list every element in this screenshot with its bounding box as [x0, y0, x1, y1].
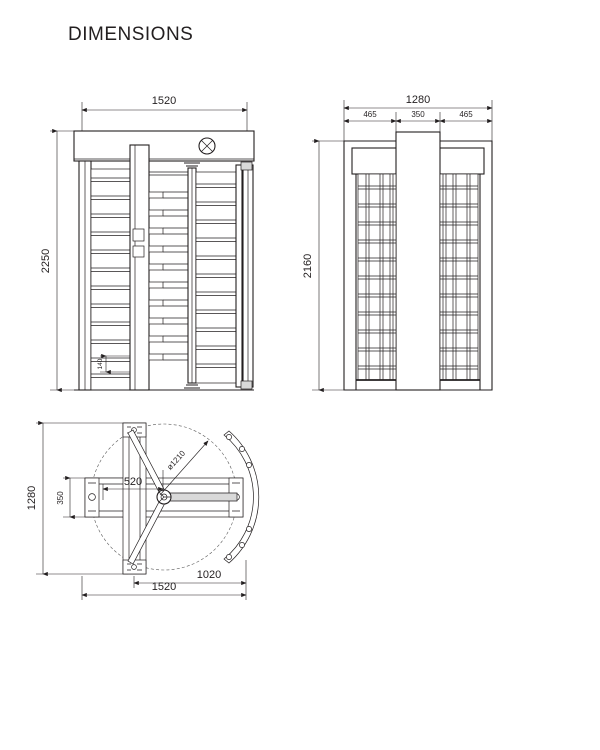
side-center-column	[395, 131, 441, 391]
crossed-circle-icon	[198, 137, 216, 155]
reader-panel-upper	[132, 228, 145, 242]
dimension-plan-cage-width: 1020	[133, 560, 247, 588]
dim-label-1280-plan: 1280	[26, 486, 38, 510]
dim-label-465-left: 465	[363, 110, 377, 119]
plan-left-end-plate	[84, 477, 100, 518]
side-elevation-view: 1280 465 350 465 2160	[302, 94, 493, 393]
front-canopy	[73, 130, 255, 162]
side-base-sill	[344, 379, 492, 391]
side-right-barrier	[439, 173, 479, 381]
reader-panel-lower	[132, 245, 145, 258]
front-rotor-shaft	[184, 162, 200, 389]
dim-label-1280-side: 1280	[406, 94, 430, 106]
dim-label-2250: 2250	[40, 249, 52, 273]
dimension-side-width: 1280	[343, 94, 493, 148]
dimension-front-width: 1520	[81, 95, 248, 140]
dimension-side-height: 2160	[302, 138, 346, 393]
dim-label-1520-plan: 1520	[152, 581, 176, 593]
plan-curved-guide-rail	[223, 430, 260, 564]
plan-view: 1280 350	[26, 420, 260, 600]
plan-rotor-arms	[127, 429, 238, 565]
dim-label-520: 520	[124, 476, 142, 488]
dimension-plan-depth: 1280	[26, 420, 128, 577]
front-rotor-wing	[148, 171, 190, 361]
dimension-front-height: 2250	[40, 128, 84, 393]
dim-label-350-side: 350	[411, 110, 425, 119]
front-elevation-view: 1520 2250	[40, 95, 255, 393]
front-right-brackets	[240, 161, 253, 390]
side-left-barrier	[357, 173, 397, 381]
front-left-post	[78, 160, 92, 391]
dim-label-1520-front: 1520	[152, 95, 176, 107]
plan-rotor-hub	[156, 489, 172, 505]
dimension-plan-overall-width: 1520	[81, 576, 247, 600]
dimension-plan-arm: 520	[102, 470, 164, 500]
dim-label-350-plan: 350	[56, 491, 65, 505]
page-title: DIMENSIONS	[68, 24, 194, 45]
front-right-barrier	[195, 164, 254, 388]
front-left-barrier	[90, 168, 134, 391]
dim-label-465-right: 465	[459, 110, 473, 119]
dim-label-1020: 1020	[197, 569, 221, 581]
front-center-column	[129, 144, 150, 391]
dim-label-2160: 2160	[302, 254, 314, 278]
dim-label-140: 140	[97, 358, 104, 369]
